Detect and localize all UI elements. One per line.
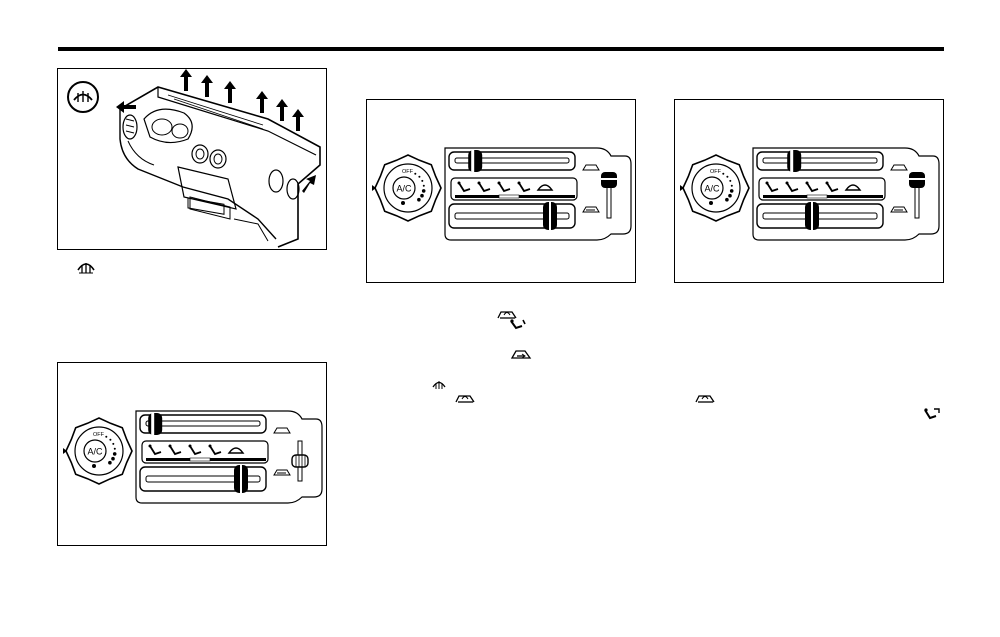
floor-defrost-icon: [826, 182, 839, 193]
ac-button[interactable]: [700, 176, 724, 200]
floor-vent-icon: [189, 445, 202, 456]
ac-button[interactable]: [83, 439, 107, 463]
floor-defrost-icon: [518, 182, 531, 193]
ac-button[interactable]: [392, 176, 416, 200]
figure-control-panel-1: A/C OFF: [57, 362, 327, 546]
fresh-air-icon: [582, 206, 600, 213]
figure-control-panel-2: A/C OFF: [366, 99, 636, 283]
airflow-arrows: [116, 69, 316, 193]
temperature-knob[interactable]: [148, 413, 163, 435]
temperature-slider[interactable]: [139, 413, 267, 435]
bilevel-icon: [169, 445, 182, 456]
defrost-icon: [844, 184, 862, 191]
fan-speed-dial[interactable]: A/C OFF: [680, 154, 750, 222]
face-vent-icon: [458, 182, 471, 193]
mode-slider[interactable]: [139, 465, 267, 493]
bilevel-icon: [786, 182, 799, 193]
fan-speed-dial[interactable]: A/C OFF: [372, 154, 442, 222]
defrost-icon: [536, 184, 554, 191]
ac-label: A/C: [87, 447, 103, 457]
floor-vent-icon: [510, 319, 526, 330]
fresh-air-icon: [890, 206, 908, 213]
mode-slider[interactable]: [756, 202, 884, 230]
floor-vent-icon: [498, 182, 511, 193]
floor-defrost-icon: [209, 445, 222, 456]
off-label: OFF: [93, 432, 105, 438]
temperature-slider[interactable]: [448, 150, 576, 172]
figure-dashboard-defrost: [57, 68, 327, 250]
recirculation-icon: [582, 164, 600, 171]
temperature-slider[interactable]: [756, 150, 884, 172]
defrost-icon: [67, 81, 99, 113]
face-vent-icon: [924, 408, 940, 420]
recirculation-icon: [890, 164, 908, 171]
heater-control-panel: A/C OFF: [372, 147, 632, 241]
fresh-air-icon: [273, 469, 291, 476]
intake-lever-knob[interactable]: [291, 454, 309, 468]
heater-control-panel: A/C OFF: [63, 410, 323, 504]
recirculation-icon: [497, 311, 517, 319]
header-rule: [58, 47, 944, 51]
dashboard-illustration: [67, 69, 321, 248]
mode-slider[interactable]: [448, 202, 576, 230]
control-panel-drawing: A/C OFF: [372, 147, 632, 241]
mode-icons-row: [450, 177, 578, 201]
ac-label: A/C: [704, 184, 720, 194]
bilevel-icon: [478, 182, 491, 193]
air-intake-lever[interactable]: [890, 164, 925, 219]
control-panel-drawing: A/C OFF: [680, 147, 940, 241]
recirculation-icon: [695, 395, 715, 403]
face-vent-icon: [149, 445, 162, 456]
recirculation-icon: [273, 427, 291, 434]
ac-label: A/C: [396, 184, 412, 194]
mode-icons-row: [141, 440, 269, 464]
fresh-air-icon: [510, 350, 532, 359]
temperature-knob[interactable]: [468, 150, 483, 172]
recirculation-icon: [455, 395, 475, 403]
off-label: OFF: [402, 169, 414, 175]
air-intake-lever[interactable]: [273, 427, 309, 482]
floor-vent-icon: [806, 182, 819, 193]
defrost-icon: [227, 447, 245, 454]
control-panel-drawing: A/C OFF: [63, 410, 323, 504]
face-vent-icon: [766, 182, 779, 193]
mode-icons-row: [758, 177, 886, 201]
air-intake-lever[interactable]: [582, 164, 617, 219]
temperature-knob[interactable]: [787, 150, 802, 172]
figure-control-panel-3: A/C OFF: [674, 99, 944, 283]
defrost-icon: [77, 263, 95, 274]
fan-speed-dial[interactable]: A/C OFF: [63, 417, 133, 485]
off-label: OFF: [710, 169, 722, 175]
defrost-icon: [432, 381, 446, 389]
heater-control-panel: A/C OFF: [680, 147, 940, 241]
